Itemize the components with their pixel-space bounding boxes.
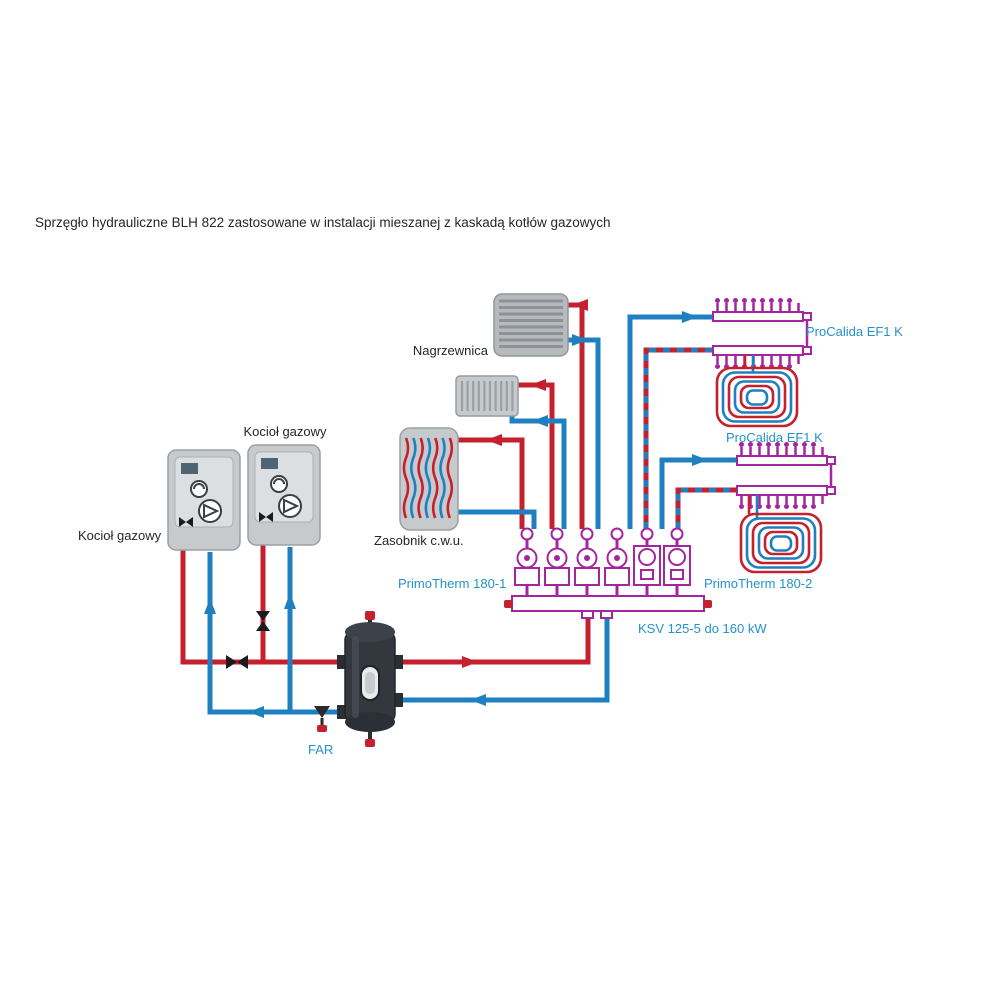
diagram-title: Sprzęgło hydrauliczne BLH 822 zastosowan… — [35, 215, 611, 230]
far-filter-icon — [314, 706, 330, 732]
label-dhw-tank: Zasobnik c.w.u. — [374, 533, 464, 548]
combined-floor-pipes — [643, 347, 739, 529]
procalida-manifold-mid — [736, 442, 836, 509]
label-procalida-top: ProCalida EF1 K — [806, 324, 903, 339]
hydraulic-separator — [337, 611, 403, 747]
label-primotherm-2: PrimoTherm 180-2 — [704, 576, 813, 591]
label-ksv-cascade: KSV 125-5 do 160 kW — [638, 621, 767, 636]
label-primotherm-1: PrimoTherm 180-1 — [398, 576, 507, 591]
label-far-filter: FAR — [308, 742, 334, 757]
primotherm-manifold — [504, 527, 712, 619]
floor-heating-coil-top — [715, 355, 799, 428]
air-heater — [493, 293, 569, 357]
shutoff-valve-vertical — [256, 611, 270, 631]
label-boiler-2: Kocioł gazowy — [243, 424, 327, 439]
vent-valve — [365, 611, 375, 620]
gas-boiler-1 — [167, 449, 241, 551]
boiler-display — [181, 463, 198, 474]
radiator — [455, 375, 519, 417]
gas-boiler-2 — [247, 444, 321, 546]
flow-arrows — [204, 299, 708, 718]
shutoff-valve-horizontal — [226, 655, 248, 669]
floor-heating-coil-mid — [739, 495, 823, 574]
label-procalida-mid: ProCalida EF1 K — [726, 430, 823, 445]
label-boiler-1: Kocioł gazowy — [78, 528, 162, 543]
boiler-display — [261, 458, 278, 469]
procalida-manifold-top — [712, 298, 812, 369]
label-air-heater: Nagrzewnica — [412, 343, 488, 358]
drain-valve — [365, 739, 375, 747]
dhw-tank — [399, 427, 459, 531]
